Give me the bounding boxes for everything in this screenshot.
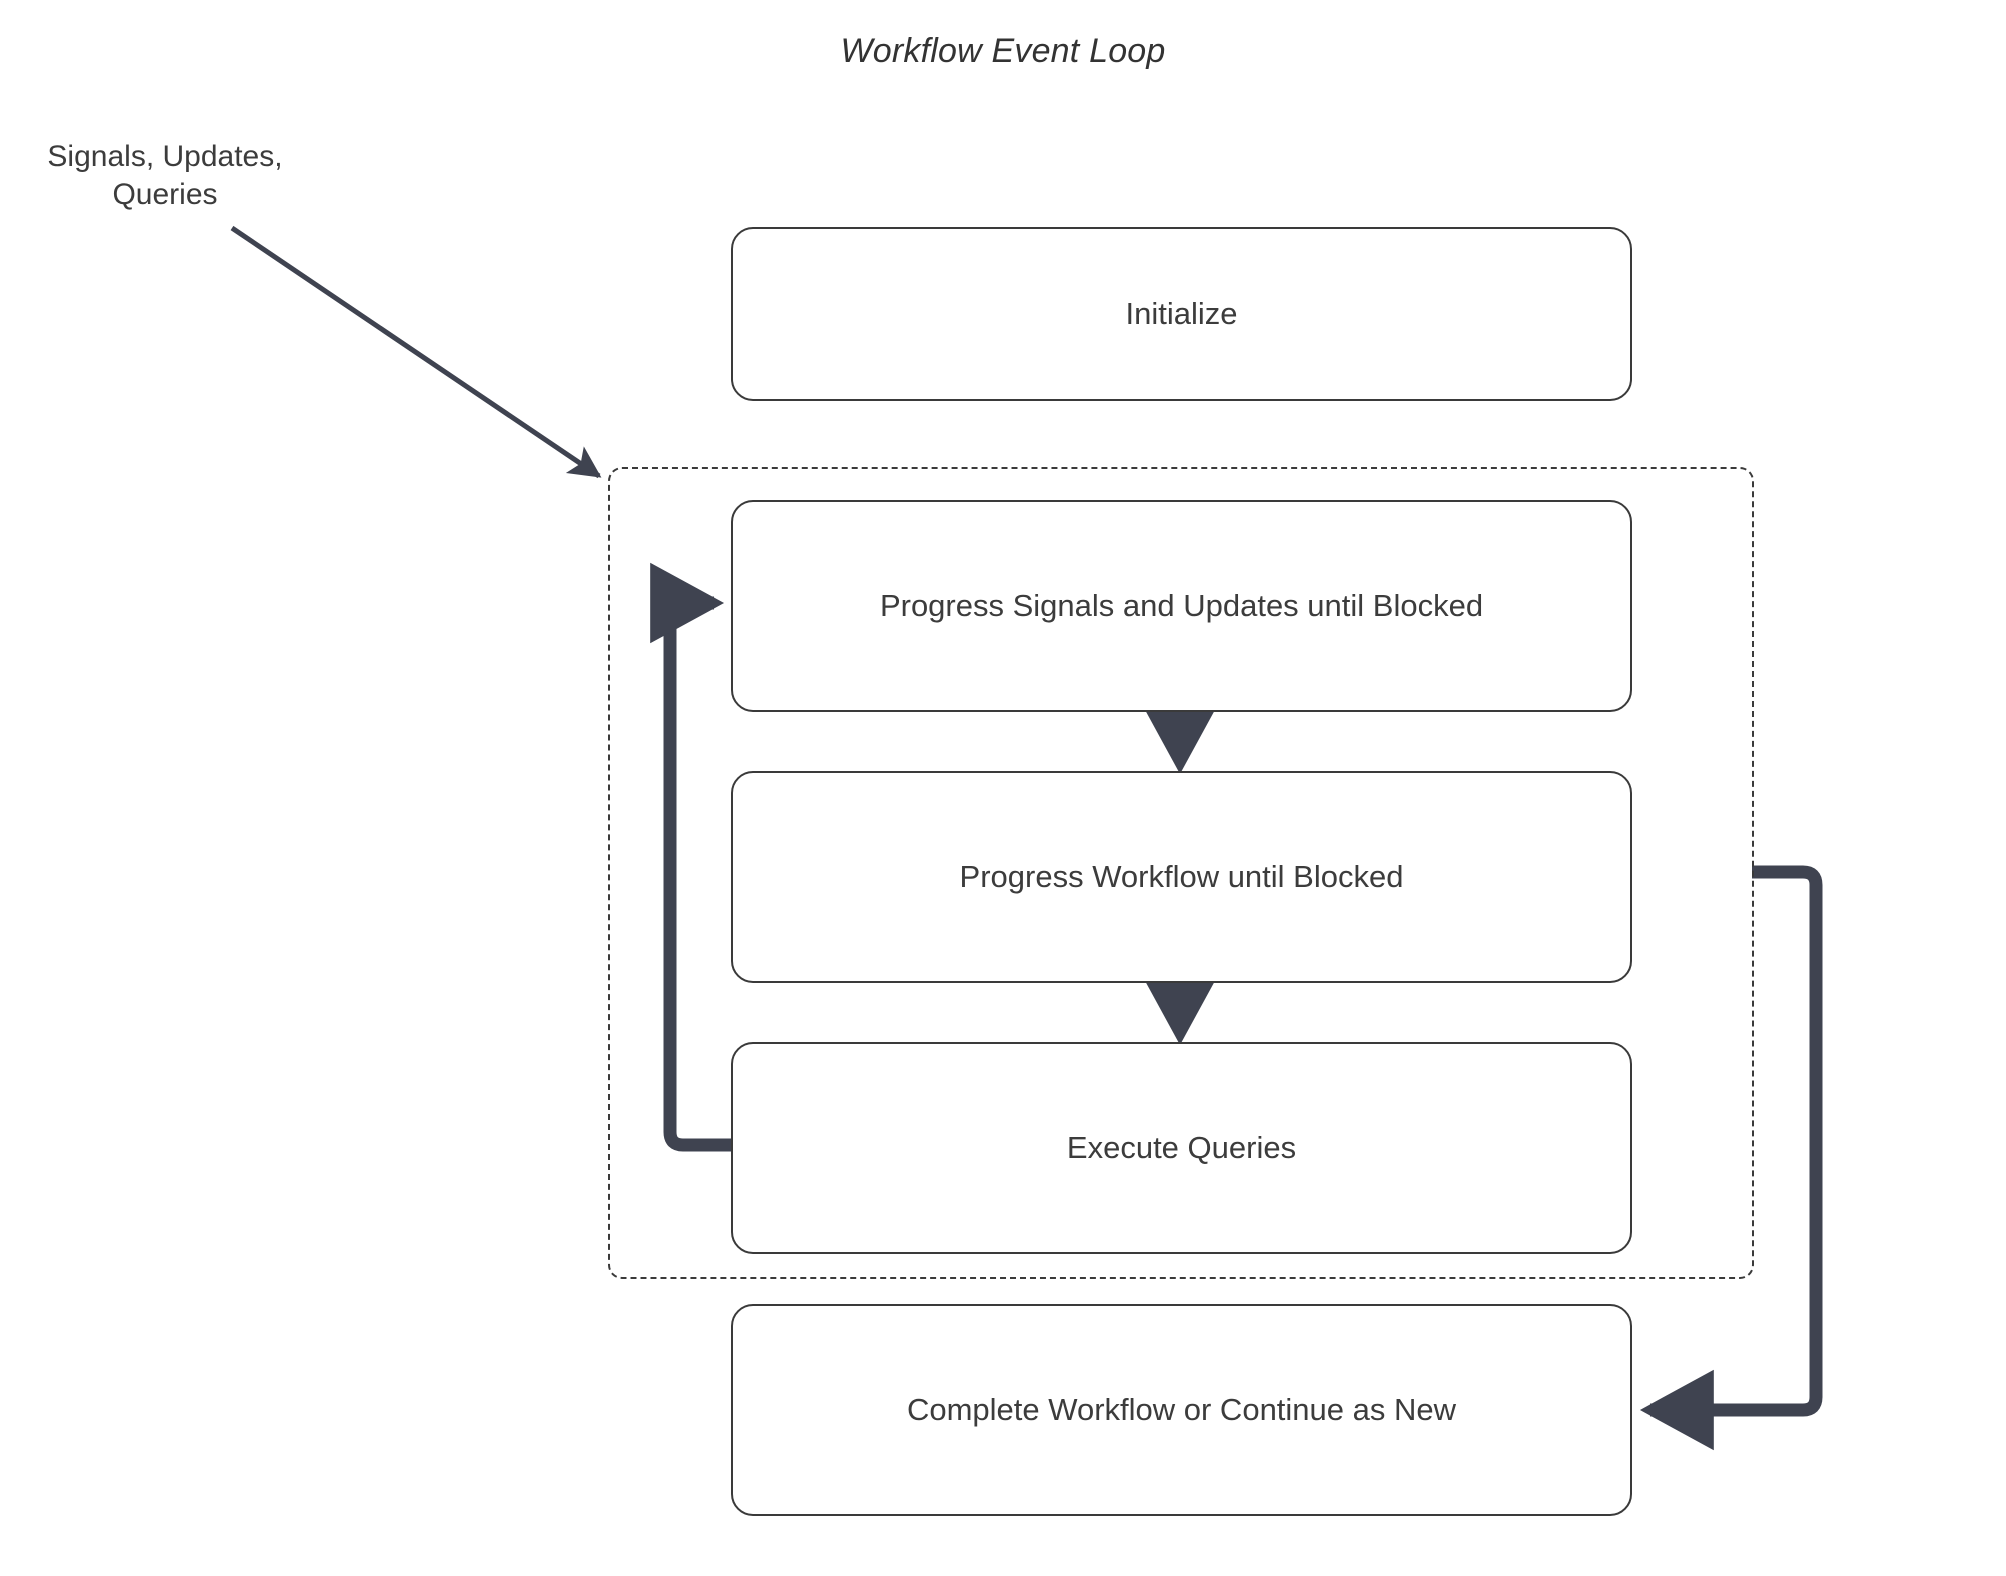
node-execute-queries[interactable]: Execute Queries [731, 1042, 1632, 1254]
node-complete-workflow-label: Complete Workflow or Continue as New [906, 1391, 1457, 1427]
edge-signals-into-loop [230, 225, 602, 479]
node-progress-workflow-label: Progress Workflow until Blocked [959, 858, 1404, 894]
node-execute-queries-label: Execute Queries [1066, 1129, 1297, 1165]
node-progress-workflow[interactable]: Progress Workflow until Blocked [731, 771, 1632, 983]
event-loop-group-boundary [608, 467, 1754, 1279]
edge-label-signals-updates-queries: Signals, Updates, Queries [47, 140, 283, 212]
diagram-title: Workflow Event Loop [840, 32, 1166, 70]
node-initialize-label: Initialize [1125, 295, 1238, 331]
edge-queries-loop-back [650, 562, 731, 1152]
edge-loop-exit-to-complete [1639, 865, 1823, 1451]
node-progress-signals-label: Progress Signals and Updates until Block… [879, 587, 1484, 623]
node-initialize[interactable]: Initialize [731, 227, 1632, 401]
node-progress-signals[interactable]: Progress Signals and Updates until Block… [731, 500, 1632, 712]
node-complete-workflow[interactable]: Complete Workflow or Continue as New [731, 1304, 1632, 1516]
